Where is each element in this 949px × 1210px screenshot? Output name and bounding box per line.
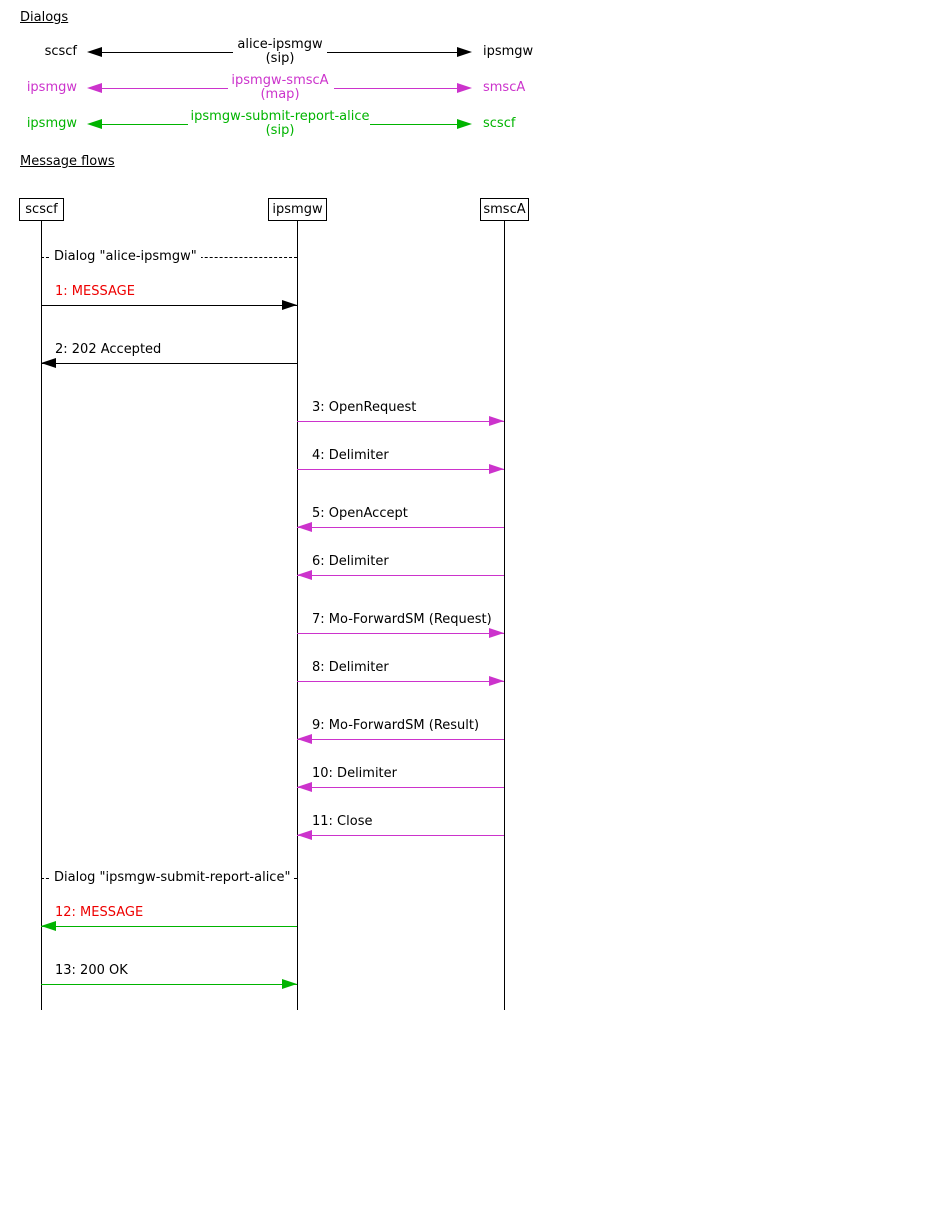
message-label: 11: Close (312, 814, 373, 829)
entity-box-ipsmgw: ipsmgw (268, 198, 327, 221)
dialog-name: ipsmgw-submit-report-alice (190, 109, 370, 124)
message-line (297, 469, 504, 470)
message-line (297, 787, 504, 788)
arrowhead-left-icon (87, 47, 102, 57)
dialogs-heading: Dialogs (20, 10, 69, 25)
dialog-protocol: (sip) (265, 51, 295, 66)
arrowhead-right-icon (282, 300, 297, 310)
dialog-arrow-line (101, 52, 233, 53)
arrowhead-left-icon (297, 830, 312, 840)
dialog-arrow-line (327, 52, 458, 53)
message-label: 10: Delimiter (312, 766, 398, 781)
dialog-label: ipsmgw-submit-report-alice (sip) (155, 110, 405, 138)
dialog-left-entity: scscf (44, 44, 77, 59)
message-label: 2: 202 Accepted (55, 342, 162, 357)
message-label: 7: Mo-ForwardSM (Request) (312, 612, 492, 627)
message-label: 12: MESSAGE (55, 905, 144, 920)
dialog-protocol: (map) (260, 87, 300, 102)
dialog-arrow-line (101, 88, 228, 89)
message-line (41, 305, 297, 306)
message-line (41, 363, 297, 364)
dialog-name: alice-ipsmgw (237, 37, 323, 52)
message-line (297, 739, 504, 740)
separator-label: Dialog "alice-ipsmgw" (50, 250, 201, 264)
arrowhead-left-icon (87, 119, 102, 129)
message-label: 8: Delimiter (312, 660, 389, 675)
message-label: 9: Mo-ForwardSM (Result) (312, 718, 480, 733)
dialog-left-entity: ipsmgw (26, 80, 77, 95)
arrowhead-right-icon (489, 628, 504, 638)
arrowhead-right-icon (489, 464, 504, 474)
separator-label: Dialog "ipsmgw-submit-report-alice" (50, 871, 295, 885)
message-line (41, 984, 297, 985)
entity-box-smscA: smscA (480, 198, 529, 221)
arrowhead-right-icon (457, 119, 472, 129)
arrowhead-left-icon (297, 734, 312, 744)
dialog-arrow-line (334, 88, 458, 89)
message-label: 4: Delimiter (312, 448, 389, 463)
entity-box-scscf: scscf (19, 198, 64, 221)
message-line (297, 633, 504, 634)
dialog-left-entity: ipsmgw (26, 116, 77, 131)
arrowhead-left-icon (297, 782, 312, 792)
dialog-right-entity: smscA (483, 80, 526, 95)
dialog-label: ipsmgw-smscA (map) (180, 74, 380, 102)
message-line (297, 835, 504, 836)
arrowhead-right-icon (282, 979, 297, 989)
arrowhead-left-icon (297, 522, 312, 532)
arrowhead-right-icon (457, 83, 472, 93)
lifeline-ipsmgw (297, 221, 298, 1010)
arrowhead-left-icon (87, 83, 102, 93)
arrowhead-left-icon (41, 358, 56, 368)
message-label: 1: MESSAGE (55, 284, 135, 299)
message-label: 3: OpenRequest (312, 400, 417, 415)
message-label: 5: OpenAccept (312, 506, 408, 521)
message-label: 13: 200 OK (55, 963, 128, 978)
arrowhead-right-icon (457, 47, 472, 57)
message-line (297, 421, 504, 422)
arrowhead-right-icon (489, 416, 504, 426)
arrowhead-right-icon (489, 676, 504, 686)
message-label: 6: Delimiter (312, 554, 389, 569)
message-line (297, 681, 504, 682)
arrowhead-left-icon (41, 921, 56, 931)
dialog-right-entity: scscf (483, 116, 516, 131)
message-line (297, 575, 504, 576)
dialog-arrow-line (370, 124, 458, 125)
dialog-arrow-line (101, 124, 188, 125)
lifeline-smscA (504, 221, 505, 1010)
message-flows-heading: Message flows (20, 154, 115, 169)
message-line (297, 527, 504, 528)
dialog-right-entity: ipsmgw (483, 44, 534, 59)
lifeline-scscf (41, 221, 42, 1010)
dialog-name: ipsmgw-smscA (231, 73, 329, 88)
arrowhead-left-icon (297, 570, 312, 580)
message-line (41, 926, 297, 927)
dialog-protocol: (sip) (265, 123, 295, 138)
dialog-label: alice-ipsmgw (sip) (180, 38, 380, 66)
